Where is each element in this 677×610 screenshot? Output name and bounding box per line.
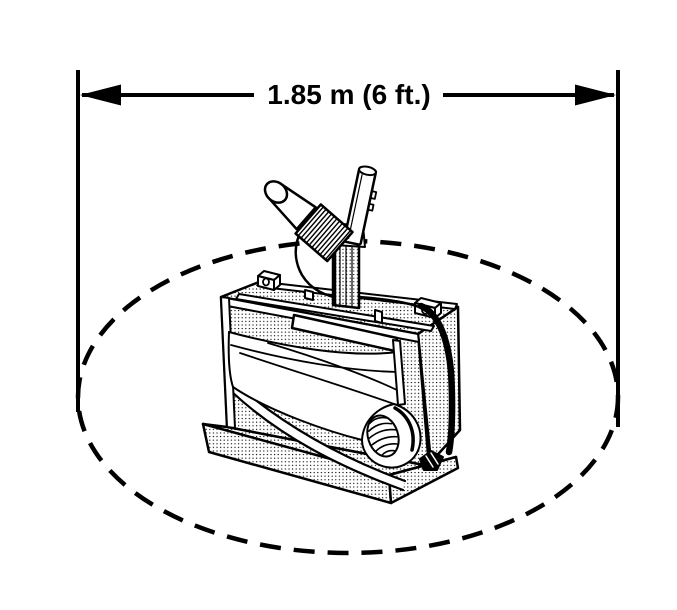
cable-top-run (357, 295, 421, 309)
ribbed-knob (361, 403, 422, 469)
top-rail-front (235, 293, 435, 332)
dimension-indicator: 1.85 m (6 ft.) (76, 70, 620, 427)
knob-ribs (366, 414, 400, 458)
control-tube (342, 165, 378, 246)
strap (417, 302, 456, 456)
dimension-arrowhead-left-icon (80, 84, 121, 106)
dimension-label: 1.85 m (6 ft.) (267, 79, 430, 110)
handle-grip (263, 180, 354, 263)
top-tab-small (304, 289, 314, 301)
plug (419, 450, 444, 471)
equipment-illustration (201, 165, 462, 505)
front-left-band (220, 296, 236, 429)
top-tab (374, 309, 383, 324)
dimension-arrowhead-right-icon (575, 84, 616, 106)
knob-shadow-arc (393, 406, 415, 452)
belt-strip (392, 339, 406, 406)
grip-ribs (297, 206, 352, 261)
latch-left (257, 270, 281, 291)
